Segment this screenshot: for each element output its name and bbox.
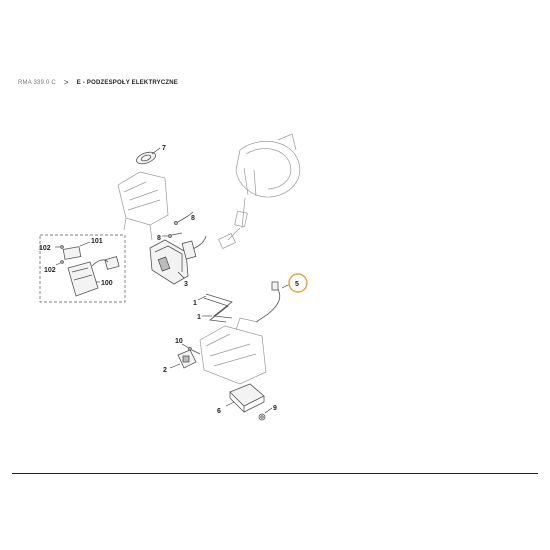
callout-8-upper[interactable]: 8 xyxy=(191,215,195,222)
callout-8-lower[interactable]: 8 xyxy=(157,235,161,242)
part-1-cable[interactable] xyxy=(197,293,233,323)
frame-ghost-lower xyxy=(199,317,267,385)
part-8-screws[interactable] xyxy=(162,211,194,238)
callout-1-upper[interactable]: 1 xyxy=(193,300,197,307)
callout-3[interactable]: 3 xyxy=(184,281,188,288)
part-6-module[interactable] xyxy=(225,383,265,413)
part-102-screws[interactable] xyxy=(55,245,64,266)
frame-ghost-upper xyxy=(117,171,169,241)
callout-1-lower[interactable]: 1 xyxy=(197,314,201,321)
callout-101[interactable]: 101 xyxy=(91,238,103,245)
callout-9[interactable]: 9 xyxy=(273,405,277,412)
callout-10[interactable]: 10 xyxy=(175,338,183,345)
callout-2[interactable]: 2 xyxy=(163,367,167,374)
part-10-screw[interactable] xyxy=(181,343,201,355)
breadcrumb-model-link[interactable]: RMA 339.0 C xyxy=(18,80,56,86)
breadcrumb: RMA 339.0 C > E - PODZESPOŁY ELEKTRYCZNE xyxy=(18,78,178,87)
part-100-control-unit[interactable] xyxy=(67,256,120,297)
callout-6[interactable]: 6 xyxy=(217,408,221,415)
callout-5-highlight-ring[interactable] xyxy=(288,273,308,293)
footer-divider xyxy=(12,473,538,474)
breadcrumb-section: E - PODZESPOŁY ELEKTRYCZNE xyxy=(76,80,178,86)
motor-housing-ghost xyxy=(218,133,300,249)
part-101-cover[interactable] xyxy=(62,241,91,260)
callout-100[interactable]: 100 xyxy=(101,280,113,287)
part-3-switch-assembly[interactable] xyxy=(149,235,207,285)
callout-102-upper[interactable]: 102 xyxy=(39,245,51,252)
part-5-wire[interactable] xyxy=(255,281,291,323)
callout-7[interactable]: 7 xyxy=(162,145,166,152)
part-9-nut[interactable] xyxy=(258,407,273,421)
part-7-grommet[interactable] xyxy=(135,147,161,166)
callout-5[interactable]: 5 xyxy=(295,281,299,288)
subassembly-box xyxy=(39,234,126,303)
part-2-bracket[interactable] xyxy=(169,349,197,369)
breadcrumb-separator: > xyxy=(63,78,69,87)
callout-102-lower[interactable]: 102 xyxy=(44,267,56,274)
